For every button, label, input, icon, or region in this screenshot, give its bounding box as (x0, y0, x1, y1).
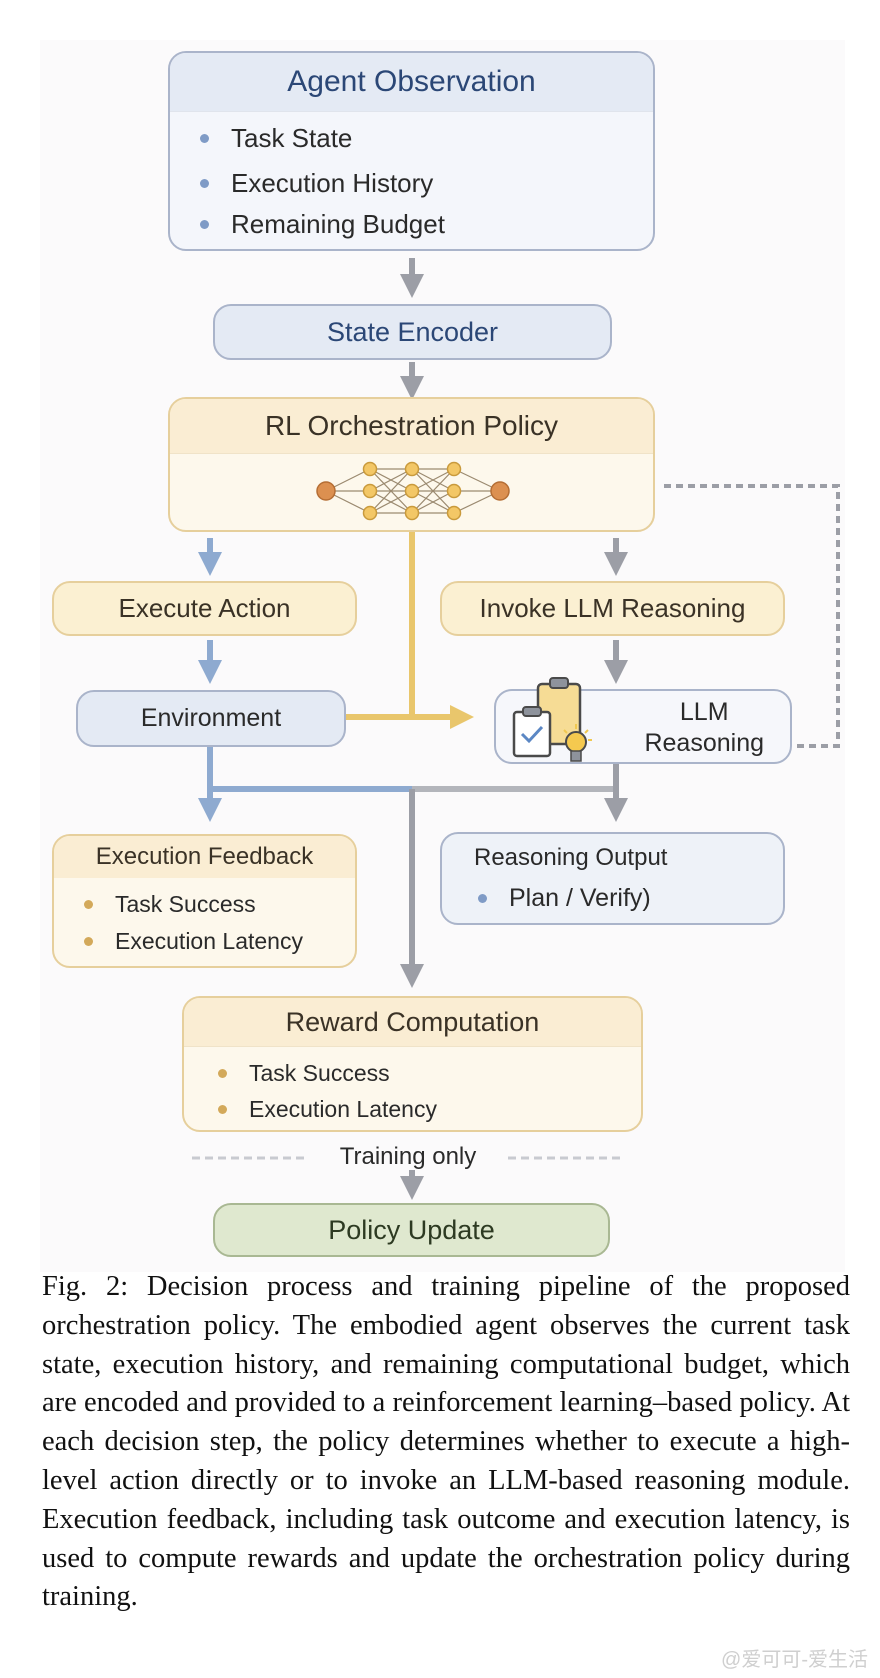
list-item: Task State (200, 123, 352, 154)
bullet-icon (218, 1069, 227, 1078)
llm-reasoning-title: LLM Reasoning (644, 698, 764, 757)
list-item: Execution Latency (218, 1096, 437, 1123)
rl-policy-box: RL Orchestration Policy (168, 397, 655, 532)
execution-feedback-title: Execution Feedback (54, 836, 355, 878)
reasoning-output-box: Reasoning Output Plan / Verify) (440, 832, 785, 925)
figure-caption: Fig. 2: Decision process and training pi… (42, 1271, 850, 1613)
list-item: Task Success (84, 891, 256, 918)
invoke-llm-title: Invoke LLM Reasoning (479, 593, 746, 623)
bullet-icon (84, 937, 93, 946)
bullet-icon (218, 1105, 227, 1114)
dotted-feedback-loop (664, 484, 840, 748)
bullet-icon (478, 894, 487, 903)
bullet-icon (200, 134, 209, 143)
clipboard-lightbulb-icon (512, 677, 592, 762)
reward-computation-box: Reward Computation Task Success Executio… (182, 996, 643, 1132)
list-item: Remaining Budget (200, 209, 445, 240)
list-item: Task Success (218, 1060, 390, 1087)
list-item: Execution Latency (84, 928, 303, 955)
bullet-icon (200, 220, 209, 229)
rl-policy-title: RL Orchestration Policy (170, 399, 653, 454)
state-encoder-box: State Encoder (213, 304, 612, 360)
bullet-icon (84, 900, 93, 909)
policy-update-box: Policy Update (213, 1203, 610, 1257)
invoke-llm-box: Invoke LLM Reasoning (440, 581, 785, 636)
execute-action-box: Execute Action (52, 581, 357, 636)
neural-network-icon (316, 461, 510, 521)
agent-observation-box: Agent Observation Task State Execution H… (168, 51, 655, 251)
reasoning-output-title: Reasoning Output (474, 844, 668, 871)
state-encoder-title: State Encoder (326, 316, 499, 347)
bullet-icon (200, 179, 209, 188)
watermark: @爱可可-爱生活 (721, 1649, 868, 1671)
execution-feedback-box: Execution Feedback Task Success Executio… (52, 834, 357, 968)
environment-title: Environment (140, 704, 282, 732)
list-item: Plan / Verify) (478, 884, 651, 913)
policy-update-title: Policy Update (328, 1214, 495, 1245)
list-item: Execution History (200, 168, 433, 199)
environment-box: Environment (76, 690, 346, 747)
execute-action-title: Execute Action (118, 593, 291, 623)
reward-computation-title: Reward Computation (184, 998, 641, 1047)
training-only-label: Training only (339, 1143, 477, 1170)
agent-observation-title: Agent Observation (170, 53, 653, 112)
